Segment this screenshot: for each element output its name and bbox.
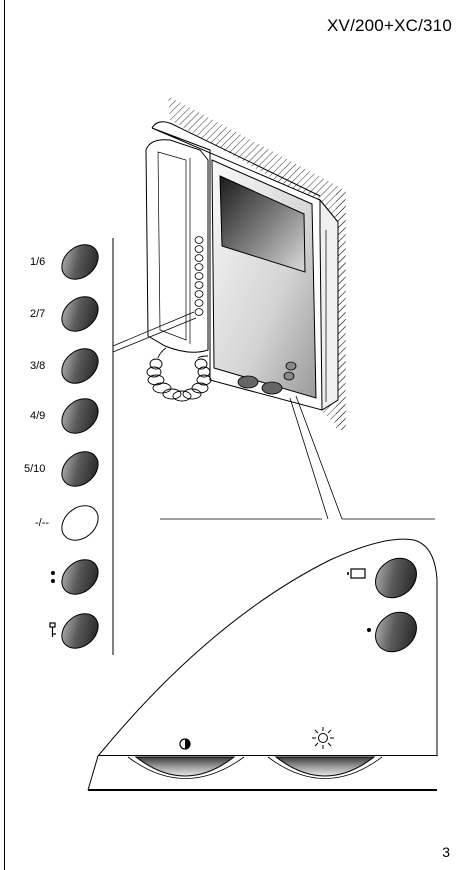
page-number: 3 — [442, 844, 450, 860]
button-5-10[interactable] — [55, 445, 105, 494]
button-label-5-10: 5/10 — [24, 463, 46, 475]
battery-button[interactable] — [368, 550, 425, 606]
colon-dots-icon — [51, 571, 55, 583]
battery-icon — [347, 568, 366, 579]
button-4-9[interactable] — [55, 392, 105, 441]
coiled-cord — [146, 347, 212, 402]
handset-unit — [145, 139, 209, 353]
monitor-unit — [151, 121, 339, 411]
button-label-2-7: 2/7 — [30, 308, 46, 320]
button-key[interactable] — [55, 607, 105, 656]
button-label-1-6: 1/6 — [30, 256, 46, 268]
button-3-8[interactable] — [55, 342, 105, 391]
contrast-dial[interactable] — [127, 756, 245, 779]
dot-button[interactable] — [368, 604, 425, 660]
button-2-7[interactable] — [55, 290, 105, 339]
contrast-icon — [179, 738, 191, 750]
button-label-4-9: 4/9 — [30, 410, 46, 422]
model-title: XV/200+XC/310 — [327, 16, 452, 35]
brightness-dial[interactable] — [267, 756, 383, 779]
button-1-6[interactable] — [55, 238, 105, 287]
key-icon — [49, 622, 56, 637]
dot-icon — [367, 628, 371, 632]
wall-hatching — [168, 96, 346, 432]
button-label-3-8: 3/8 — [30, 360, 46, 372]
button-label-dash: -/-- — [35, 517, 50, 529]
callout-lines-handset — [112, 311, 197, 353]
side-buttons — [55, 238, 105, 656]
button-colon[interactable] — [55, 553, 105, 602]
button-dash[interactable] — [55, 499, 105, 548]
brightness-icon — [312, 727, 334, 749]
page-left-border — [4, 0, 5, 870]
callout-lines-monitor — [160, 395, 435, 520]
